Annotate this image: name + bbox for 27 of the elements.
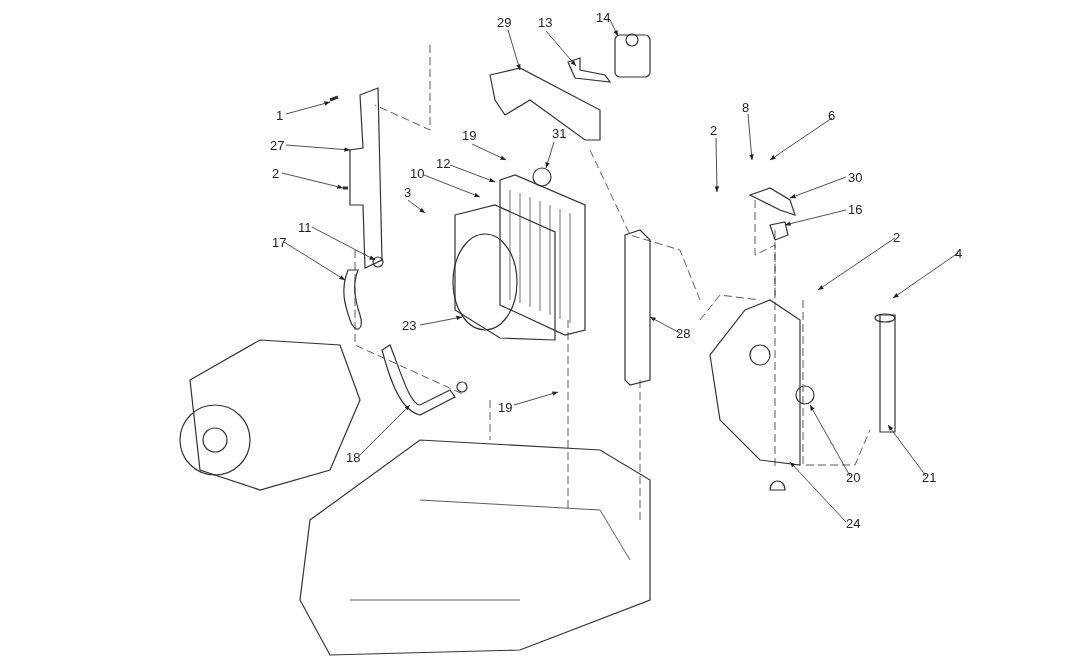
callout-number: 13 [538, 15, 553, 30]
callout-number: 18 [346, 450, 361, 465]
callout-number: 27 [270, 138, 285, 153]
callout-number: 31 [552, 126, 567, 141]
callout-number: 1 [276, 108, 284, 123]
callout-number: 16 [848, 202, 863, 217]
callout-number: 19 [498, 400, 513, 415]
callout-number: 10 [410, 166, 425, 181]
callout-number: 8 [742, 100, 750, 115]
callout-number: 3 [404, 185, 412, 200]
callout-number: 20 [846, 470, 861, 485]
callout-number: 2 [710, 123, 718, 138]
callout-number: 12 [436, 156, 451, 171]
callout-number: 2 [272, 166, 280, 181]
callout-number: 29 [497, 15, 512, 30]
callout-number: 14 [596, 10, 611, 25]
callout-number: 4 [955, 246, 963, 261]
callout-number: 19 [462, 128, 477, 143]
callout-number: 6 [828, 108, 836, 123]
callout-number: 17 [272, 235, 287, 250]
callout-number: 11 [298, 220, 312, 235]
callout-number: 2 [893, 230, 901, 245]
callout-number: 21 [922, 470, 937, 485]
callout-number: 30 [848, 170, 863, 185]
callout-number: 23 [402, 318, 417, 333]
callout-number: 28 [676, 326, 691, 341]
callout-number: 24 [846, 516, 861, 531]
